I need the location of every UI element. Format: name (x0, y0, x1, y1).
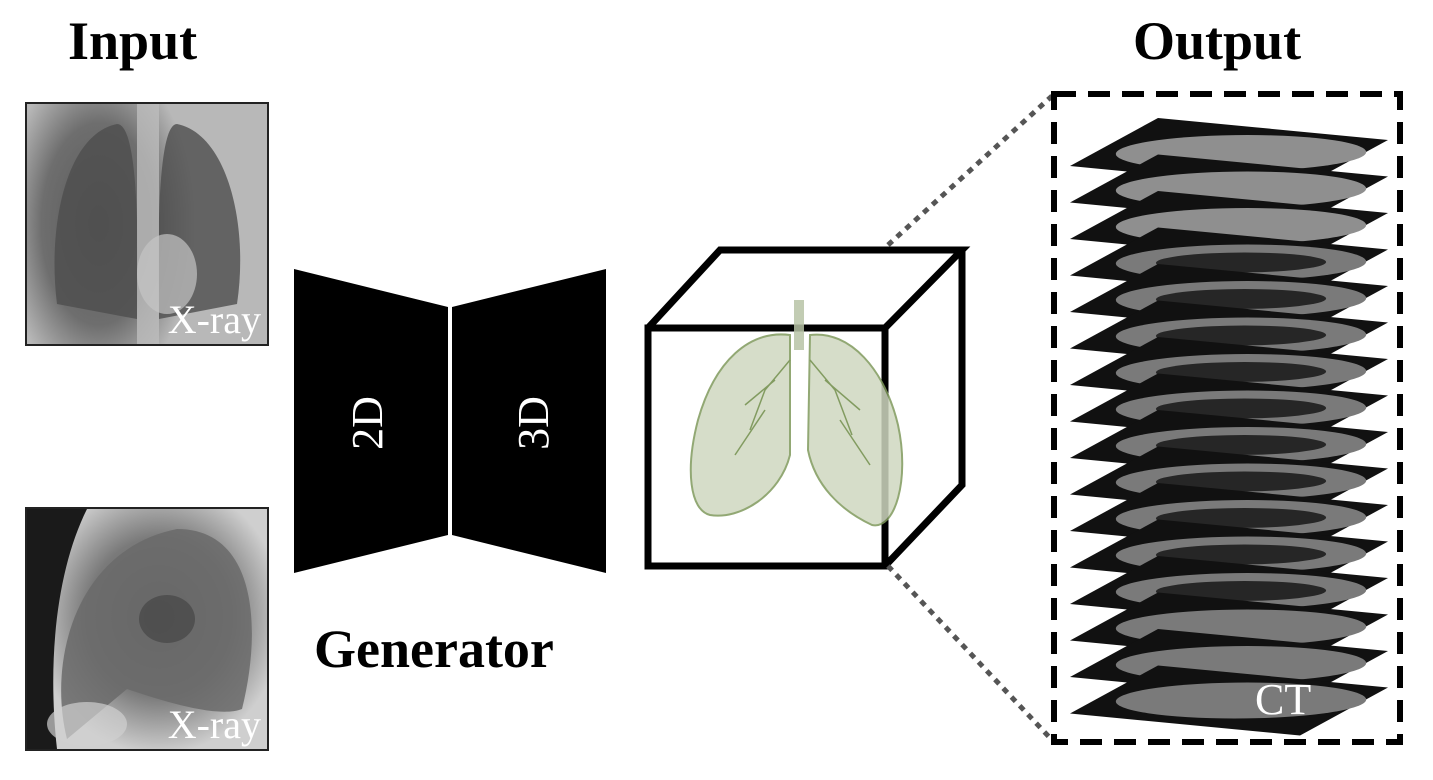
ct-slice-lungs (1155, 544, 1327, 565)
zoom-connector (886, 94, 1054, 742)
input-heading: Input (68, 11, 198, 71)
lungs-rendering (689, 300, 904, 527)
lateral-lungs-illustration (27, 509, 252, 749)
cube-side-face (882, 250, 966, 569)
encoder-block (294, 269, 448, 573)
cube-top-face (645, 246, 971, 331)
ct-slice-lungs (1155, 435, 1327, 455)
ct-slice-stack (1051, 91, 1403, 745)
connector-bottom-line (886, 564, 1054, 742)
ct-slice-lungs (1155, 289, 1327, 309)
connector-top-line (886, 94, 1054, 247)
generator-label: Generator (314, 619, 554, 679)
ct-slice-body (1115, 682, 1367, 719)
decoder-block (452, 269, 606, 573)
ct-slice-lungs (1155, 362, 1327, 382)
xray-label: X-ray (167, 702, 261, 747)
frontal-lungs-illustration (54, 104, 241, 344)
ct-slice-lungs (1155, 398, 1327, 419)
ct-label: CT (1255, 675, 1312, 724)
output-heading: Output (1133, 11, 1302, 71)
volume-cube (644, 246, 971, 570)
frontal-xray-image: X-ray (25, 102, 269, 346)
xray-label: X-ray (167, 297, 261, 342)
decoder-label: 3D (509, 396, 558, 450)
encoder-label: 2D (343, 396, 392, 450)
lateral-xray-image: X-ray (25, 507, 269, 751)
ct-slices (1070, 118, 1388, 736)
ct-slice-lungs (1155, 471, 1327, 492)
ct-slice-lungs (1155, 252, 1327, 273)
generator-network: 2D 3D (294, 269, 606, 573)
ct-slice-lungs (1155, 508, 1327, 528)
output-dashed-frame (1051, 91, 1403, 745)
ct-slice-lungs (1155, 581, 1327, 601)
ct-slice-lungs (1155, 325, 1327, 346)
